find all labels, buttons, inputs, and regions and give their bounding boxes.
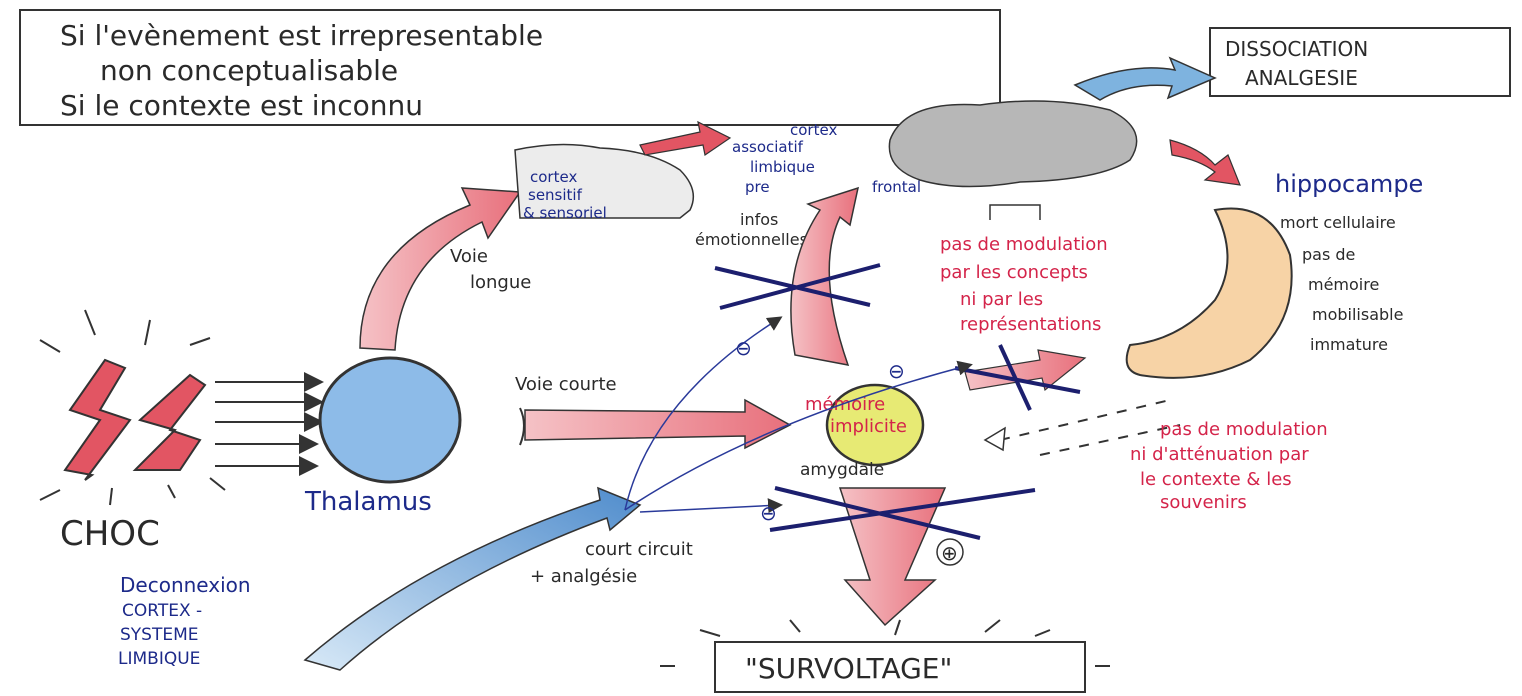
pas-attenuation-4: souvenirs xyxy=(1160,492,1247,513)
pas-attenuation-1: pas de modulation xyxy=(1160,419,1328,440)
dissociation-arrow xyxy=(1075,58,1215,100)
cortex-assoc-5: frontal xyxy=(872,178,921,196)
condition-line-2: non conceptualisable xyxy=(100,54,398,87)
choc-bolts xyxy=(40,310,225,505)
brain-bracket xyxy=(990,205,1040,220)
cortex-sensitif-3: & sensoriel xyxy=(523,204,607,222)
pas-attenuation-3: le contexte & les xyxy=(1140,469,1292,490)
pas-attenuation-2: ni d'atténuation par xyxy=(1130,444,1309,465)
infos-2: émotionnelles xyxy=(695,230,808,249)
hippo-note-2: pas de xyxy=(1302,245,1355,264)
cortex-to-hippocampe-arrow xyxy=(1170,140,1240,185)
sensitif-to-associatif-arrow xyxy=(640,122,730,155)
pas-modulation-3: ni par les xyxy=(960,289,1043,310)
amygdale-to-hippocampe-arrow xyxy=(965,350,1085,390)
thalamus-shape xyxy=(320,358,460,482)
voie-longue-1: Voie xyxy=(450,246,488,267)
court-circuit-1: court circuit xyxy=(585,539,693,560)
hippo-note-3: mémoire xyxy=(1308,275,1379,294)
infos-1: infos xyxy=(740,210,778,229)
hippocampe-label: hippocampe xyxy=(1275,170,1423,198)
thalamus-label: Thalamus xyxy=(304,487,432,517)
hippocampe-shape xyxy=(1127,208,1292,377)
frontal-cortex-shape xyxy=(889,101,1136,187)
minus-sign-1: ⊖ xyxy=(735,336,752,360)
hippo-note-5: immature xyxy=(1310,335,1388,354)
minus-sign-2: ⊖ xyxy=(888,359,905,383)
condition-box: Si l'evènement est irrepresentable non c… xyxy=(20,10,1000,125)
cortex-sensitif-2: sensitif xyxy=(528,186,583,204)
hippo-note-4: mobilisable xyxy=(1312,305,1403,324)
amygdale-label: amygdale xyxy=(800,460,884,480)
cortex-sensitif-1: cortex xyxy=(530,168,577,186)
voie-longue-arrow xyxy=(360,188,520,350)
deconnexion-4: LIMBIQUE xyxy=(118,649,200,669)
voie-courte-label: Voie courte xyxy=(515,374,617,395)
input-arrows xyxy=(215,382,320,466)
dissociation-label: DISSOCIATION xyxy=(1225,37,1368,61)
voie-courte-bracket xyxy=(520,408,524,445)
pas-modulation-2: par les concepts xyxy=(940,262,1088,283)
deconnexion-1: Deconnexion xyxy=(120,573,251,597)
memoire-1: mémoire xyxy=(805,394,885,415)
minus-sign-3: ⊖ xyxy=(760,501,777,525)
cortex-assoc-2: associatif xyxy=(732,138,804,156)
pas-modulation-4: représentations xyxy=(960,314,1101,335)
voie-longue-2: longue xyxy=(470,272,531,293)
choc-label: CHOC xyxy=(60,514,160,554)
hippo-note-1: mort cellulaire xyxy=(1280,213,1396,232)
court-circuit-2: + analgésie xyxy=(530,566,637,587)
pas-modulation-1: pas de modulation xyxy=(940,234,1108,255)
cortex-assoc-3: limbique xyxy=(750,158,815,176)
condition-line-1: Si l'evènement est irrepresentable xyxy=(60,19,543,52)
analgesie-label: ANALGESIE xyxy=(1245,66,1358,90)
deconnexion-2: CORTEX - xyxy=(122,601,202,621)
amygdale-to-cortex-arrow xyxy=(791,188,858,365)
cortex-assoc-1: cortex xyxy=(790,121,837,139)
plus-sign: ⊕ xyxy=(941,541,958,565)
condition-line-3: Si le contexte est inconnu xyxy=(60,89,423,122)
feedback-arrowhead xyxy=(985,428,1005,450)
dissociation-box: DISSOCIATION ANALGESIE xyxy=(1210,28,1510,96)
memoire-2: implicite xyxy=(830,416,907,437)
survoltage-label: "SURVOLTAGE" xyxy=(745,652,952,685)
deconnexion-3: SYSTEME xyxy=(120,625,199,645)
survoltage-box: "SURVOLTAGE" xyxy=(715,642,1085,692)
cortex-assoc-4: pre xyxy=(745,178,770,196)
